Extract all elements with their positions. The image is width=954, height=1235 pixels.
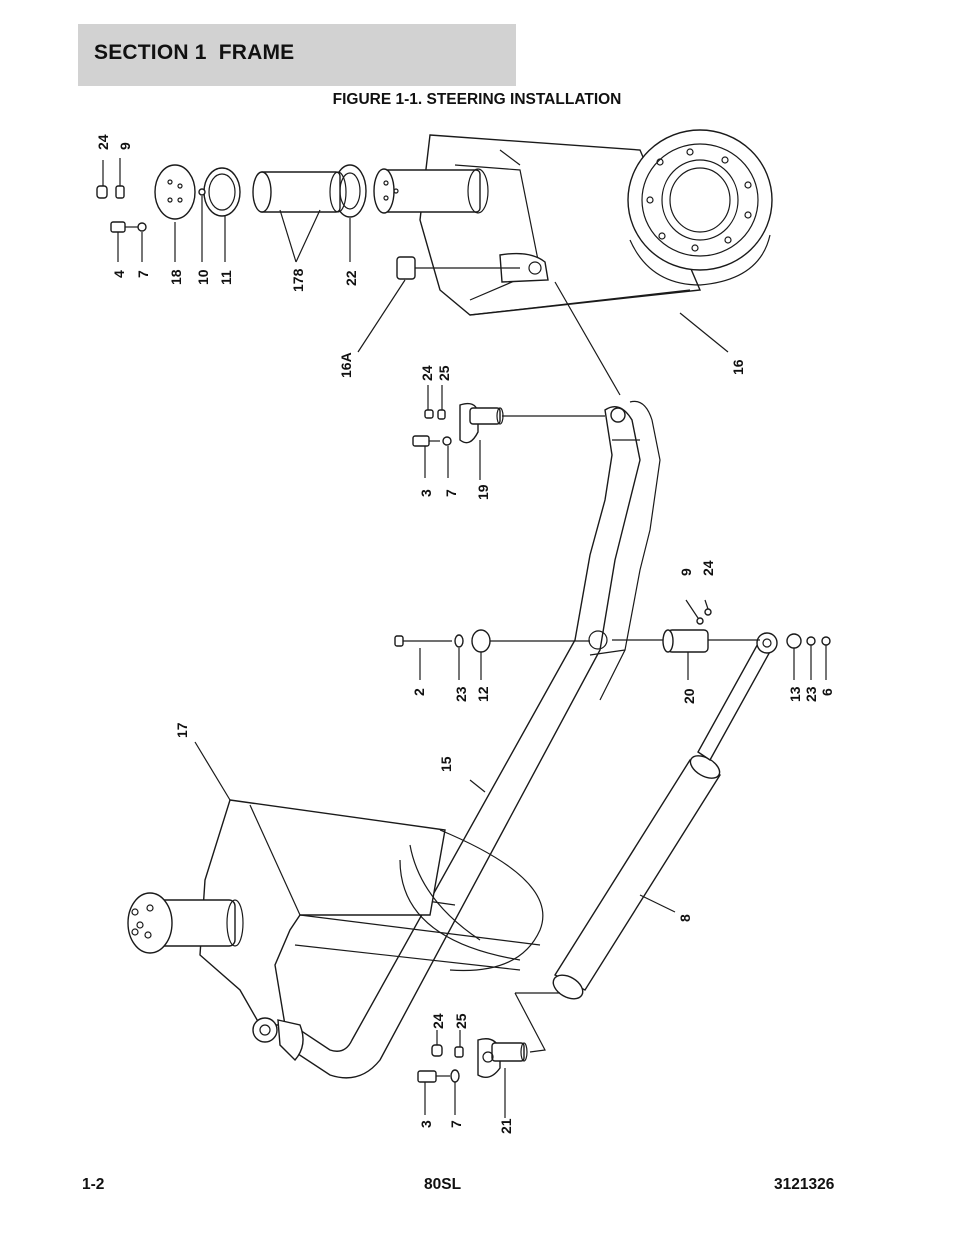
steering-link: [291, 400, 661, 1079]
section-header-bar: SECTION 1 FRAME: [78, 24, 516, 86]
hardware-middle: [194, 599, 831, 913]
footer-page-number: 1-2: [82, 1176, 105, 1193]
callout-21: 21: [498, 1118, 514, 1134]
callout-24a: 24: [95, 134, 111, 150]
footer-model: 80SL: [424, 1176, 462, 1193]
callout-24c: 24: [700, 560, 716, 576]
footer-doc-number: 3121326: [774, 1176, 835, 1193]
callout-15: 15: [438, 756, 454, 772]
callout-13: 13: [787, 686, 803, 702]
callout-23b: 23: [803, 686, 819, 702]
callout-2: 2: [411, 688, 427, 696]
callout-19: 19: [475, 484, 491, 500]
callout-8: 8: [677, 914, 693, 922]
callout-9a: 9: [117, 142, 133, 150]
spindle-housing: [419, 129, 773, 316]
callout-7a: 7: [135, 270, 151, 278]
callout-17: 17: [174, 722, 190, 738]
callout-12: 12: [475, 686, 491, 702]
callout-labels: 24 9 4 7 18 10 11 178 22 16A 16 24 25 3 …: [95, 134, 835, 1134]
callout-24b: 24: [419, 365, 435, 381]
callout-6: 6: [819, 688, 835, 696]
callout-11: 11: [218, 270, 234, 285]
callout-16: 16: [730, 359, 746, 375]
callout-3b: 3: [418, 1120, 434, 1128]
callout-22: 22: [343, 270, 359, 286]
figure-title: FIGURE 1-1. STEERING INSTALLATION: [332, 91, 622, 108]
callout-7c: 7: [448, 1120, 464, 1128]
section-title: SECTION 1 FRAME: [94, 41, 295, 64]
callout-7b: 7: [443, 489, 459, 497]
callout-10: 10: [195, 269, 211, 285]
callout-16A: 16A: [338, 352, 354, 378]
callout-23a: 23: [453, 686, 469, 702]
steering-cylinder: [552, 632, 778, 1000]
axle-frame: [127, 799, 544, 1062]
callout-4a: 4: [111, 270, 127, 278]
callout-24d: 24: [430, 1013, 446, 1029]
callout-9b: 9: [678, 568, 694, 576]
callout-178: 178: [290, 268, 306, 292]
steering-installation-diagram: 24 9 4 7 18 10 11 178 22 16A 16 24 25 3 …: [95, 129, 835, 1134]
callout-25b: 25: [453, 1013, 469, 1029]
pin-assembly-upper: [412, 385, 605, 480]
callout-18: 18: [168, 269, 184, 285]
king-pin-post: [96, 164, 520, 280]
callout-3a: 3: [418, 489, 434, 497]
leader-lines-top: [102, 158, 729, 396]
callout-20: 20: [681, 688, 697, 704]
callout-25a: 25: [436, 365, 452, 381]
pin-assembly-lower: [417, 992, 560, 1118]
